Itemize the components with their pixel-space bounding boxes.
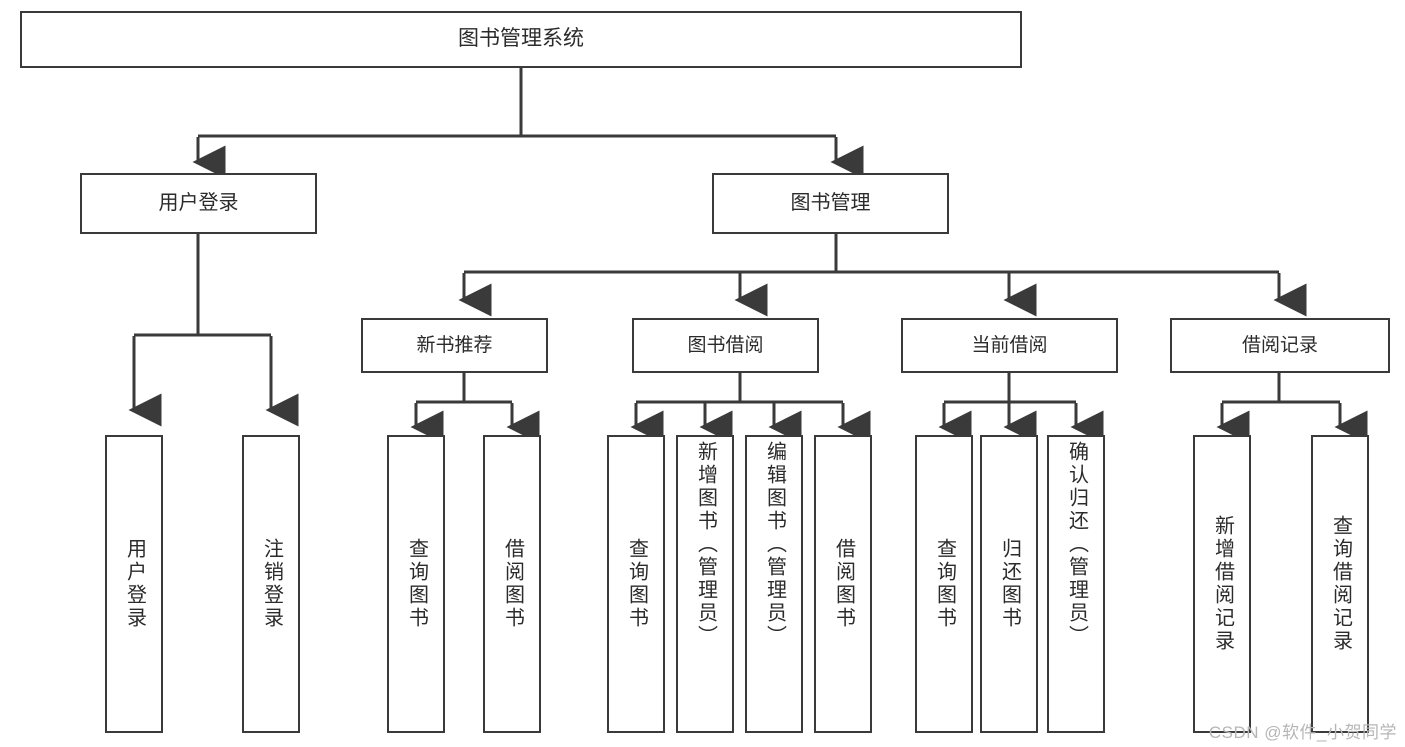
node-new-book-recommend-label: 新书推荐 [416, 334, 493, 356]
node-book-borrow[interactable]: 图书借阅 [632, 318, 819, 373]
leaf-borrow-book-1-label: 借阅图书 [501, 538, 524, 630]
leaf-query-record-label: 查询借阅记录 [1329, 515, 1352, 653]
leaf-borrow-book-2-label: 借阅图书 [832, 538, 855, 630]
leaf-user-login[interactable]: 用户登录 [105, 435, 163, 733]
node-borrow-record[interactable]: 借阅记录 [1170, 318, 1390, 373]
leaf-add-record-label: 新增借阅记录 [1211, 515, 1234, 653]
leaf-query-book-1[interactable]: 查询图书 [387, 435, 445, 733]
leaf-user-login-label: 用户登录 [123, 538, 146, 630]
leaf-edit-book[interactable]: 编辑图书（管理员） [745, 435, 803, 733]
leaf-add-record[interactable]: 新增借阅记录 [1193, 435, 1251, 733]
leaf-user-logout[interactable]: 注销登录 [242, 435, 300, 733]
node-current-borrow-label: 当前借阅 [971, 334, 1048, 356]
node-root-label: 图书管理系统 [458, 27, 584, 51]
node-book-borrow-label: 图书借阅 [687, 334, 764, 356]
node-borrow-record-label: 借阅记录 [1241, 334, 1318, 356]
leaf-confirm-return-label: 确认归还（管理员） [1065, 441, 1088, 648]
leaf-borrow-book-1[interactable]: 借阅图书 [483, 435, 541, 733]
leaf-edit-book-label: 编辑图书（管理员） [763, 441, 786, 648]
leaf-query-book-2[interactable]: 查询图书 [607, 435, 665, 733]
leaf-user-logout-label: 注销登录 [260, 538, 283, 630]
node-book-manage-label: 图书管理 [790, 192, 871, 214]
node-current-borrow[interactable]: 当前借阅 [901, 318, 1118, 373]
leaf-borrow-book-2[interactable]: 借阅图书 [814, 435, 872, 733]
node-new-book-recommend[interactable]: 新书推荐 [361, 318, 548, 373]
csdn-watermark: CSDN @软件_小贺同学 [1208, 723, 1397, 742]
leaf-query-book-1-label: 查询图书 [405, 538, 428, 630]
leaf-return-book-label: 归还图书 [998, 538, 1021, 630]
leaf-query-book-2-label: 查询图书 [625, 538, 648, 630]
leaf-add-book-label: 新增图书（管理员） [694, 441, 717, 648]
leaf-confirm-return[interactable]: 确认归还（管理员） [1047, 435, 1105, 733]
node-book-manage[interactable]: 图书管理 [712, 173, 949, 234]
leaf-return-book[interactable]: 归还图书 [980, 435, 1038, 733]
leaf-add-book[interactable]: 新增图书（管理员） [676, 435, 734, 733]
node-user-login-label: 用户登录 [158, 192, 239, 214]
leaf-query-record[interactable]: 查询借阅记录 [1311, 435, 1369, 733]
leaf-query-book-3[interactable]: 查询图书 [915, 435, 973, 733]
node-root[interactable]: 图书管理系统 [20, 11, 1022, 68]
leaf-query-book-3-label: 查询图书 [933, 538, 956, 630]
node-user-login[interactable]: 用户登录 [80, 173, 317, 234]
